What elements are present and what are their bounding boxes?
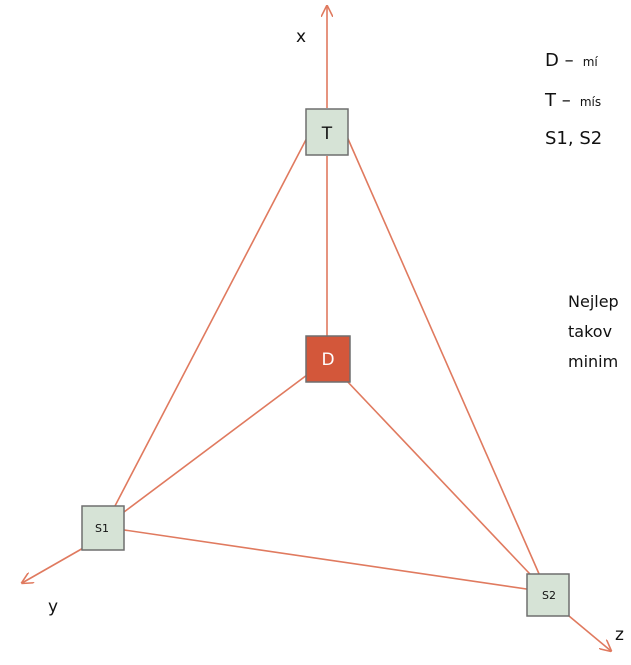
edge-t-s2 [344, 131, 548, 593]
edge-s1-s2 [103, 526, 548, 593]
node-s1-label: S1 [95, 522, 109, 535]
legend-line-2-sub: mís [580, 95, 601, 109]
node-s1: S1 [81, 505, 125, 551]
node-d-label: D [321, 350, 334, 370]
node-s2: S2 [526, 573, 570, 617]
paragraph-line-1: Nejlep [568, 292, 619, 311]
description-paragraph: Nejlep takov minim [568, 292, 619, 371]
legend-line-3: S1, S2 [545, 128, 602, 149]
node-s2-label: S2 [542, 589, 556, 602]
paragraph-line-3: minim [568, 352, 618, 371]
z-axis-arrow [568, 615, 611, 651]
node-t: T [305, 108, 349, 156]
z-axis-label: z [615, 625, 624, 645]
y-axis-label: y [48, 597, 58, 617]
edge-t-s1 [103, 131, 311, 528]
legend-line-1-sub: mí [583, 55, 599, 69]
node-d: D [305, 335, 351, 383]
legend-line-2-main: T – [544, 90, 571, 111]
node-t-label: T [321, 124, 333, 144]
legend-line-2: T – mís [544, 90, 601, 111]
legend: D – mí T – mís S1, S2 [544, 50, 602, 149]
y-axis-arrow [22, 546, 86, 583]
edge-d-s2 [326, 359, 548, 593]
edge-d-s1 [103, 359, 328, 528]
paragraph-line-2: takov [568, 322, 612, 341]
legend-line-1: D – mí [545, 50, 598, 71]
legend-line-1-main: D – [545, 50, 574, 71]
x-axis-label: x [296, 27, 306, 47]
